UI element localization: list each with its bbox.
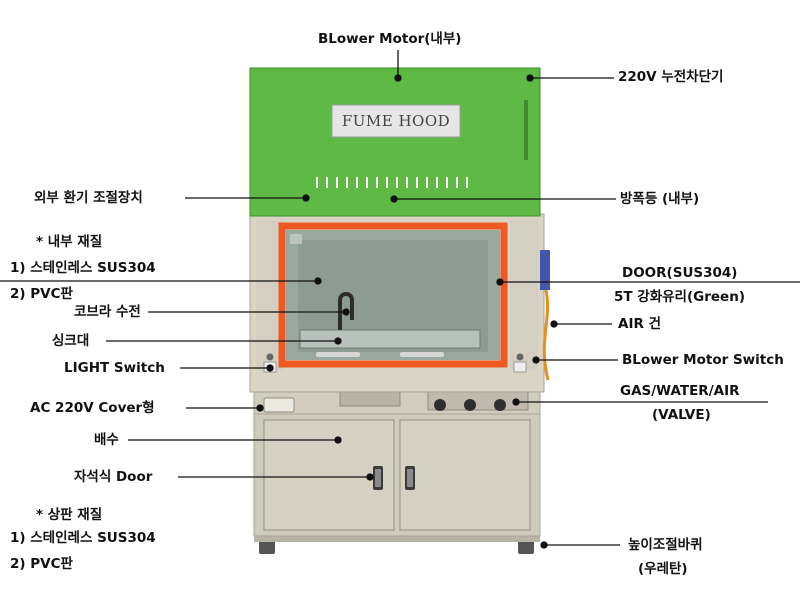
label-top-material-title: * 상판 재질	[36, 507, 103, 523]
air-gun	[540, 250, 550, 381]
caster-right	[518, 540, 534, 554]
valve-knob-water	[464, 399, 476, 411]
valve-knob-gas	[434, 399, 446, 411]
label-drain: 배수	[94, 432, 119, 448]
door-handle-bar	[316, 352, 360, 357]
label-inner-material-2: 2) PVC판	[10, 286, 73, 302]
label-light-switch: LIGHT Switch	[64, 360, 165, 376]
label-leakage-breaker: 220V 누전차단기	[618, 69, 724, 85]
glass-door	[278, 222, 508, 368]
label-top-material-2: 2) PVC판	[10, 556, 73, 572]
label-air-gun: AIR 건	[618, 316, 661, 332]
caster-left	[259, 540, 275, 554]
blower-switch-button	[516, 353, 524, 361]
label-explosion-lamp: 방폭등 (내부)	[620, 191, 700, 207]
label-casters-1: 높이조절바퀴	[628, 537, 703, 553]
label-door-1: DOOR(SUS304)	[622, 265, 738, 281]
valve-knob-air	[494, 399, 506, 411]
label-casters-2: (우레탄)	[638, 561, 688, 577]
nameplate	[331, 104, 461, 138]
label-blower-switch: BLower Motor Switch	[622, 352, 784, 368]
label-ac-cover: AC 220V Cover형	[30, 400, 155, 416]
lower-cabinet	[253, 411, 541, 537]
label-magnetic-door: 자석식 Door	[74, 469, 153, 485]
label-top-material-1: 1) 스테인레스 SUS304	[10, 530, 156, 546]
cabinet-door-right	[399, 419, 531, 531]
sink-basin	[299, 329, 481, 349]
nameplate-text: FUME HOOD	[341, 112, 451, 130]
label-inner-material-1: 1) 스테인레스 SUS304	[10, 260, 156, 276]
label-door-2: 5T 강화유리(Green)	[614, 289, 745, 305]
leader-lines	[0, 50, 800, 549]
label-cobra-faucet: 코브라 수전	[74, 304, 141, 320]
control-plate	[339, 391, 401, 407]
label-valve-2: (VALVE)	[652, 407, 711, 423]
ac-cover-box	[263, 397, 295, 413]
casters	[254, 534, 540, 554]
cobra-faucet	[338, 292, 354, 330]
label-external-vent: 외부 환기 조절장치	[34, 190, 143, 206]
light-switch-button	[266, 353, 274, 361]
label-blower-motor: BLower Motor(내부)	[318, 31, 462, 47]
vent-slots	[316, 177, 468, 188]
label-sink: 싱크대	[52, 333, 90, 349]
upper-hood	[249, 67, 541, 217]
label-valve-1: GAS/WATER/AIR	[620, 383, 740, 399]
label-inner-material-title: * 내부 재질	[36, 234, 103, 250]
